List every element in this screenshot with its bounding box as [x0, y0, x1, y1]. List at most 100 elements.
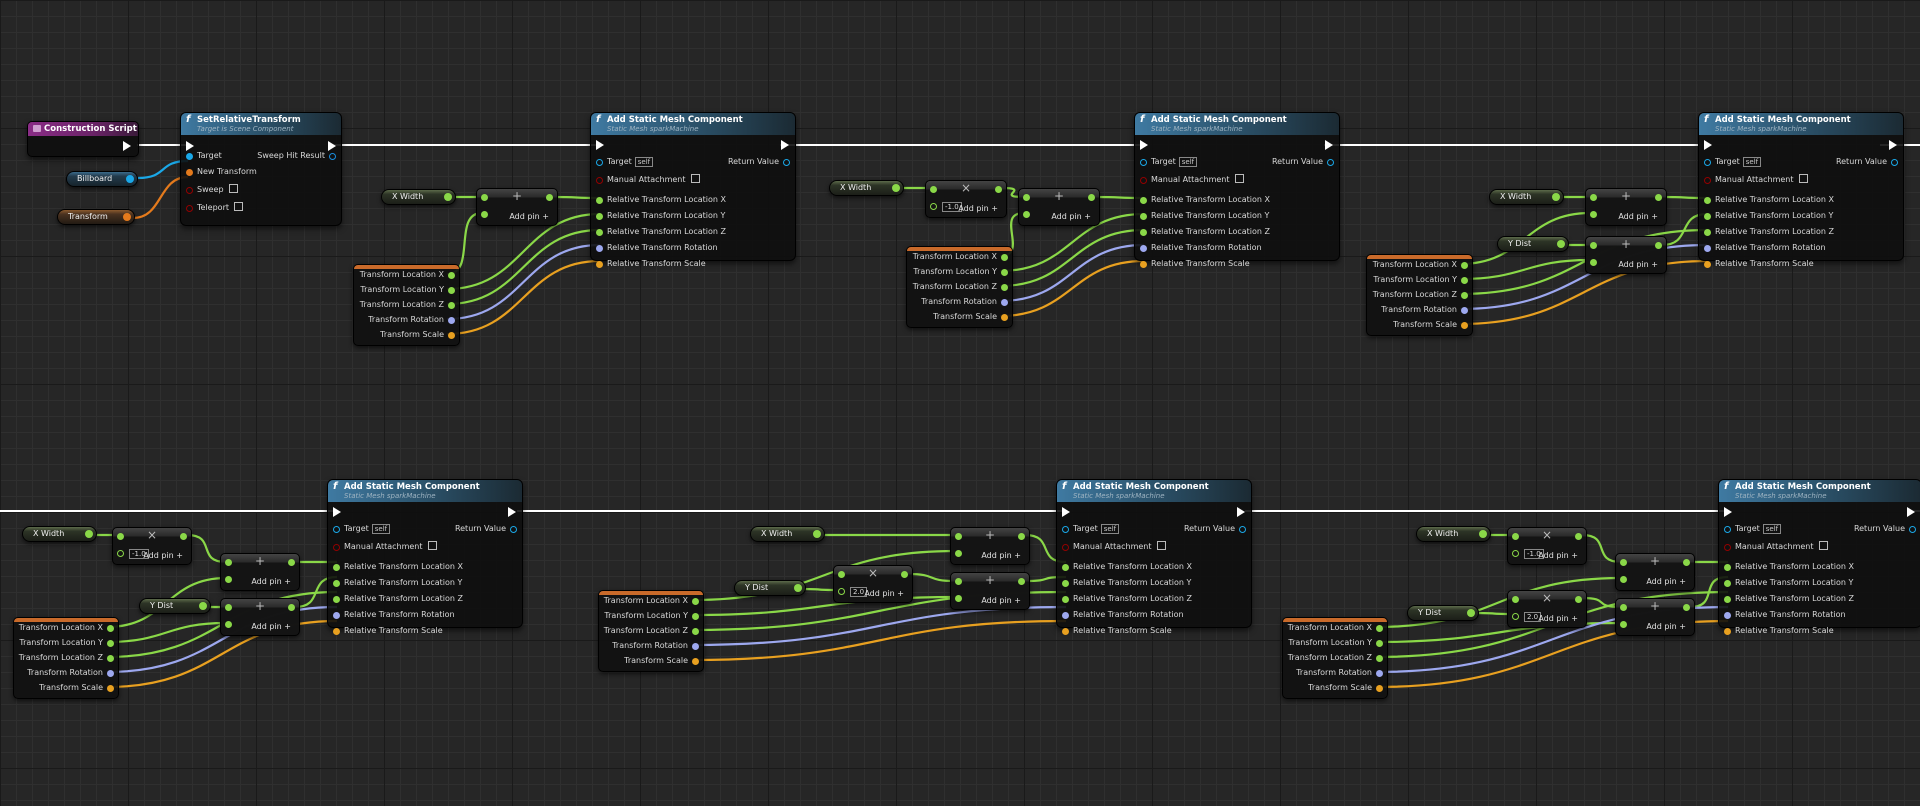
exec-out-pin[interactable]: [1907, 507, 1915, 517]
pin-transform-loc-z[interactable]: Transform Location Z: [1373, 289, 1469, 301]
pin-transform-loc-x[interactable]: Transform Location X: [1288, 622, 1384, 634]
exec-out-pin[interactable]: [123, 141, 131, 151]
input-pin-a[interactable]: [225, 559, 232, 566]
exec-in-pin[interactable]: [1062, 507, 1070, 517]
pin-relative-transform-loc-x[interactable]: Relative Transform Location X: [595, 194, 726, 206]
input-pin-b[interactable]: [1512, 550, 1519, 557]
input-pin-a[interactable]: [955, 533, 962, 540]
pin-transform-loc-x[interactable]: Transform Location X: [604, 595, 700, 607]
pin-manual-attachment[interactable]: Manual Attachment: [1061, 541, 1166, 553]
pin-relative-transform-rotation[interactable]: Relative Transform Rotation: [332, 609, 455, 621]
pin-relative-transform-loc-x[interactable]: Relative Transform Location X: [1723, 561, 1854, 573]
pin-transform-scale[interactable]: Transform Scale: [1308, 682, 1384, 694]
add-pin-button[interactable]: Add pin +: [1618, 212, 1658, 221]
input-pin-b[interactable]: [1590, 211, 1597, 218]
exec-out-pin[interactable]: [1889, 140, 1897, 150]
pin-transform-scale[interactable]: Transform Scale: [624, 655, 700, 667]
wire[interactable]: [999, 243, 1145, 303]
pin-transform-loc-y[interactable]: Transform Location Y: [19, 637, 115, 649]
teleport-checkbox[interactable]: [234, 202, 243, 211]
add-pin-button[interactable]: Add pin +: [864, 589, 904, 598]
output-pin[interactable]: [288, 604, 295, 611]
input-pin-b[interactable]: [930, 203, 937, 210]
output-pin[interactable]: [1088, 194, 1095, 201]
pin-relative-transform-rotation[interactable]: Relative Transform Rotation: [1139, 242, 1262, 254]
output-pin[interactable]: [1655, 242, 1662, 249]
pin-transform-loc-x[interactable]: Transform Location X: [19, 622, 115, 634]
math-node[interactable]: +Add pin +: [476, 188, 558, 226]
pin-relative-transform-loc-z[interactable]: Relative Transform Location Z: [1061, 593, 1192, 605]
pin-transform-rotation[interactable]: Transform Rotation: [921, 296, 1009, 308]
input-pin-a[interactable]: [1620, 559, 1627, 566]
wire[interactable]: [446, 243, 601, 321]
sweep-checkbox[interactable]: [228, 184, 238, 193]
input-pin-b[interactable]: [838, 588, 845, 595]
pin-transform-loc-x[interactable]: Transform Location X: [360, 269, 456, 281]
literal-value[interactable]: -1.0: [1524, 549, 1544, 559]
pin-transform-scale[interactable]: Transform Scale: [380, 329, 456, 341]
pin-sweep[interactable]: Sweep: [185, 184, 238, 196]
wire[interactable]: [106, 621, 227, 644]
add-pin-button[interactable]: Add pin +: [981, 596, 1021, 605]
pin-relative-transform-loc-x[interactable]: Relative Transform Location X: [1703, 194, 1834, 206]
add-pin-button[interactable]: Add pin +: [1646, 577, 1686, 586]
wire[interactable]: [691, 595, 956, 617]
pin-transform-loc-y[interactable]: Transform Location Y: [604, 610, 700, 622]
output-pin[interactable]: [199, 602, 207, 610]
exec-out-pin[interactable]: [1237, 507, 1245, 517]
output-pin[interactable]: [794, 584, 802, 592]
input-pin-b[interactable]: [955, 550, 962, 557]
wire[interactable]: [999, 259, 1145, 318]
add-pin-button[interactable]: Add pin +: [981, 551, 1021, 560]
input-pin-a[interactable]: [930, 186, 937, 193]
pin-transform-loc-y[interactable]: Transform Location Y: [1373, 274, 1469, 286]
pin-manual-attachment[interactable]: Manual Attachment: [332, 541, 437, 553]
exec-out-pin[interactable]: [1325, 140, 1333, 150]
pin-relative-transform-loc-y[interactable]: Relative Transform Location Y: [1061, 577, 1191, 589]
input-pin-a[interactable]: [955, 578, 962, 585]
pin-return-value[interactable]: Return Value: [1272, 156, 1335, 168]
input-pin-a[interactable]: [1512, 596, 1519, 603]
wire[interactable]: [999, 228, 1145, 288]
math-node[interactable]: +Add pin +: [220, 553, 300, 591]
wire[interactable]: [1459, 258, 1591, 281]
output-pin[interactable]: [901, 571, 908, 578]
pin-transform-rotation[interactable]: Transform Rotation: [612, 640, 700, 652]
math-node[interactable]: +Add pin +: [950, 527, 1030, 565]
x-width-variable[interactable]: X Width: [381, 189, 456, 205]
pin-manual-attachment[interactable]: Manual Attachment: [1139, 174, 1244, 186]
output-pin[interactable]: [1552, 193, 1560, 201]
output-pin[interactable]: [1575, 596, 1582, 603]
pin-manual-attachment[interactable]: Manual Attachment: [1723, 541, 1828, 553]
pin-relative-transform-scale[interactable]: Relative Transform Scale: [1139, 258, 1250, 270]
output-pin[interactable]: [1018, 533, 1025, 540]
manual-attachment-checkbox[interactable]: [427, 541, 437, 550]
add-pin-button[interactable]: Add pin +: [1538, 614, 1578, 623]
pin-transform-loc-z[interactable]: Transform Location Z: [360, 299, 456, 311]
input-pin-a[interactable]: [481, 194, 488, 201]
wire[interactable]: [907, 572, 956, 583]
output-pin[interactable]: [995, 186, 1002, 193]
input-pin-a[interactable]: [1620, 604, 1627, 611]
input-pin-b[interactable]: [1023, 211, 1030, 218]
pin-relative-transform-loc-y[interactable]: Relative Transform Location Y: [332, 577, 462, 589]
pin-relative-transform-loc-y[interactable]: Relative Transform Location Y: [1139, 210, 1269, 222]
math-node[interactable]: +Add pin +: [220, 598, 300, 636]
add-pin-button[interactable]: Add pin +: [958, 204, 998, 213]
pin-transform-loc-z[interactable]: Transform Location Z: [19, 652, 115, 664]
wire[interactable]: [691, 549, 956, 602]
input-pin-b[interactable]: [1620, 576, 1627, 583]
output-pin[interactable]: [1575, 533, 1582, 540]
input-pin-b[interactable]: [225, 576, 232, 583]
exec-out-pin[interactable]: [781, 140, 789, 150]
y-dist-variable[interactable]: Y Dist: [1497, 236, 1569, 252]
literal-value[interactable]: -1.0: [942, 202, 962, 212]
